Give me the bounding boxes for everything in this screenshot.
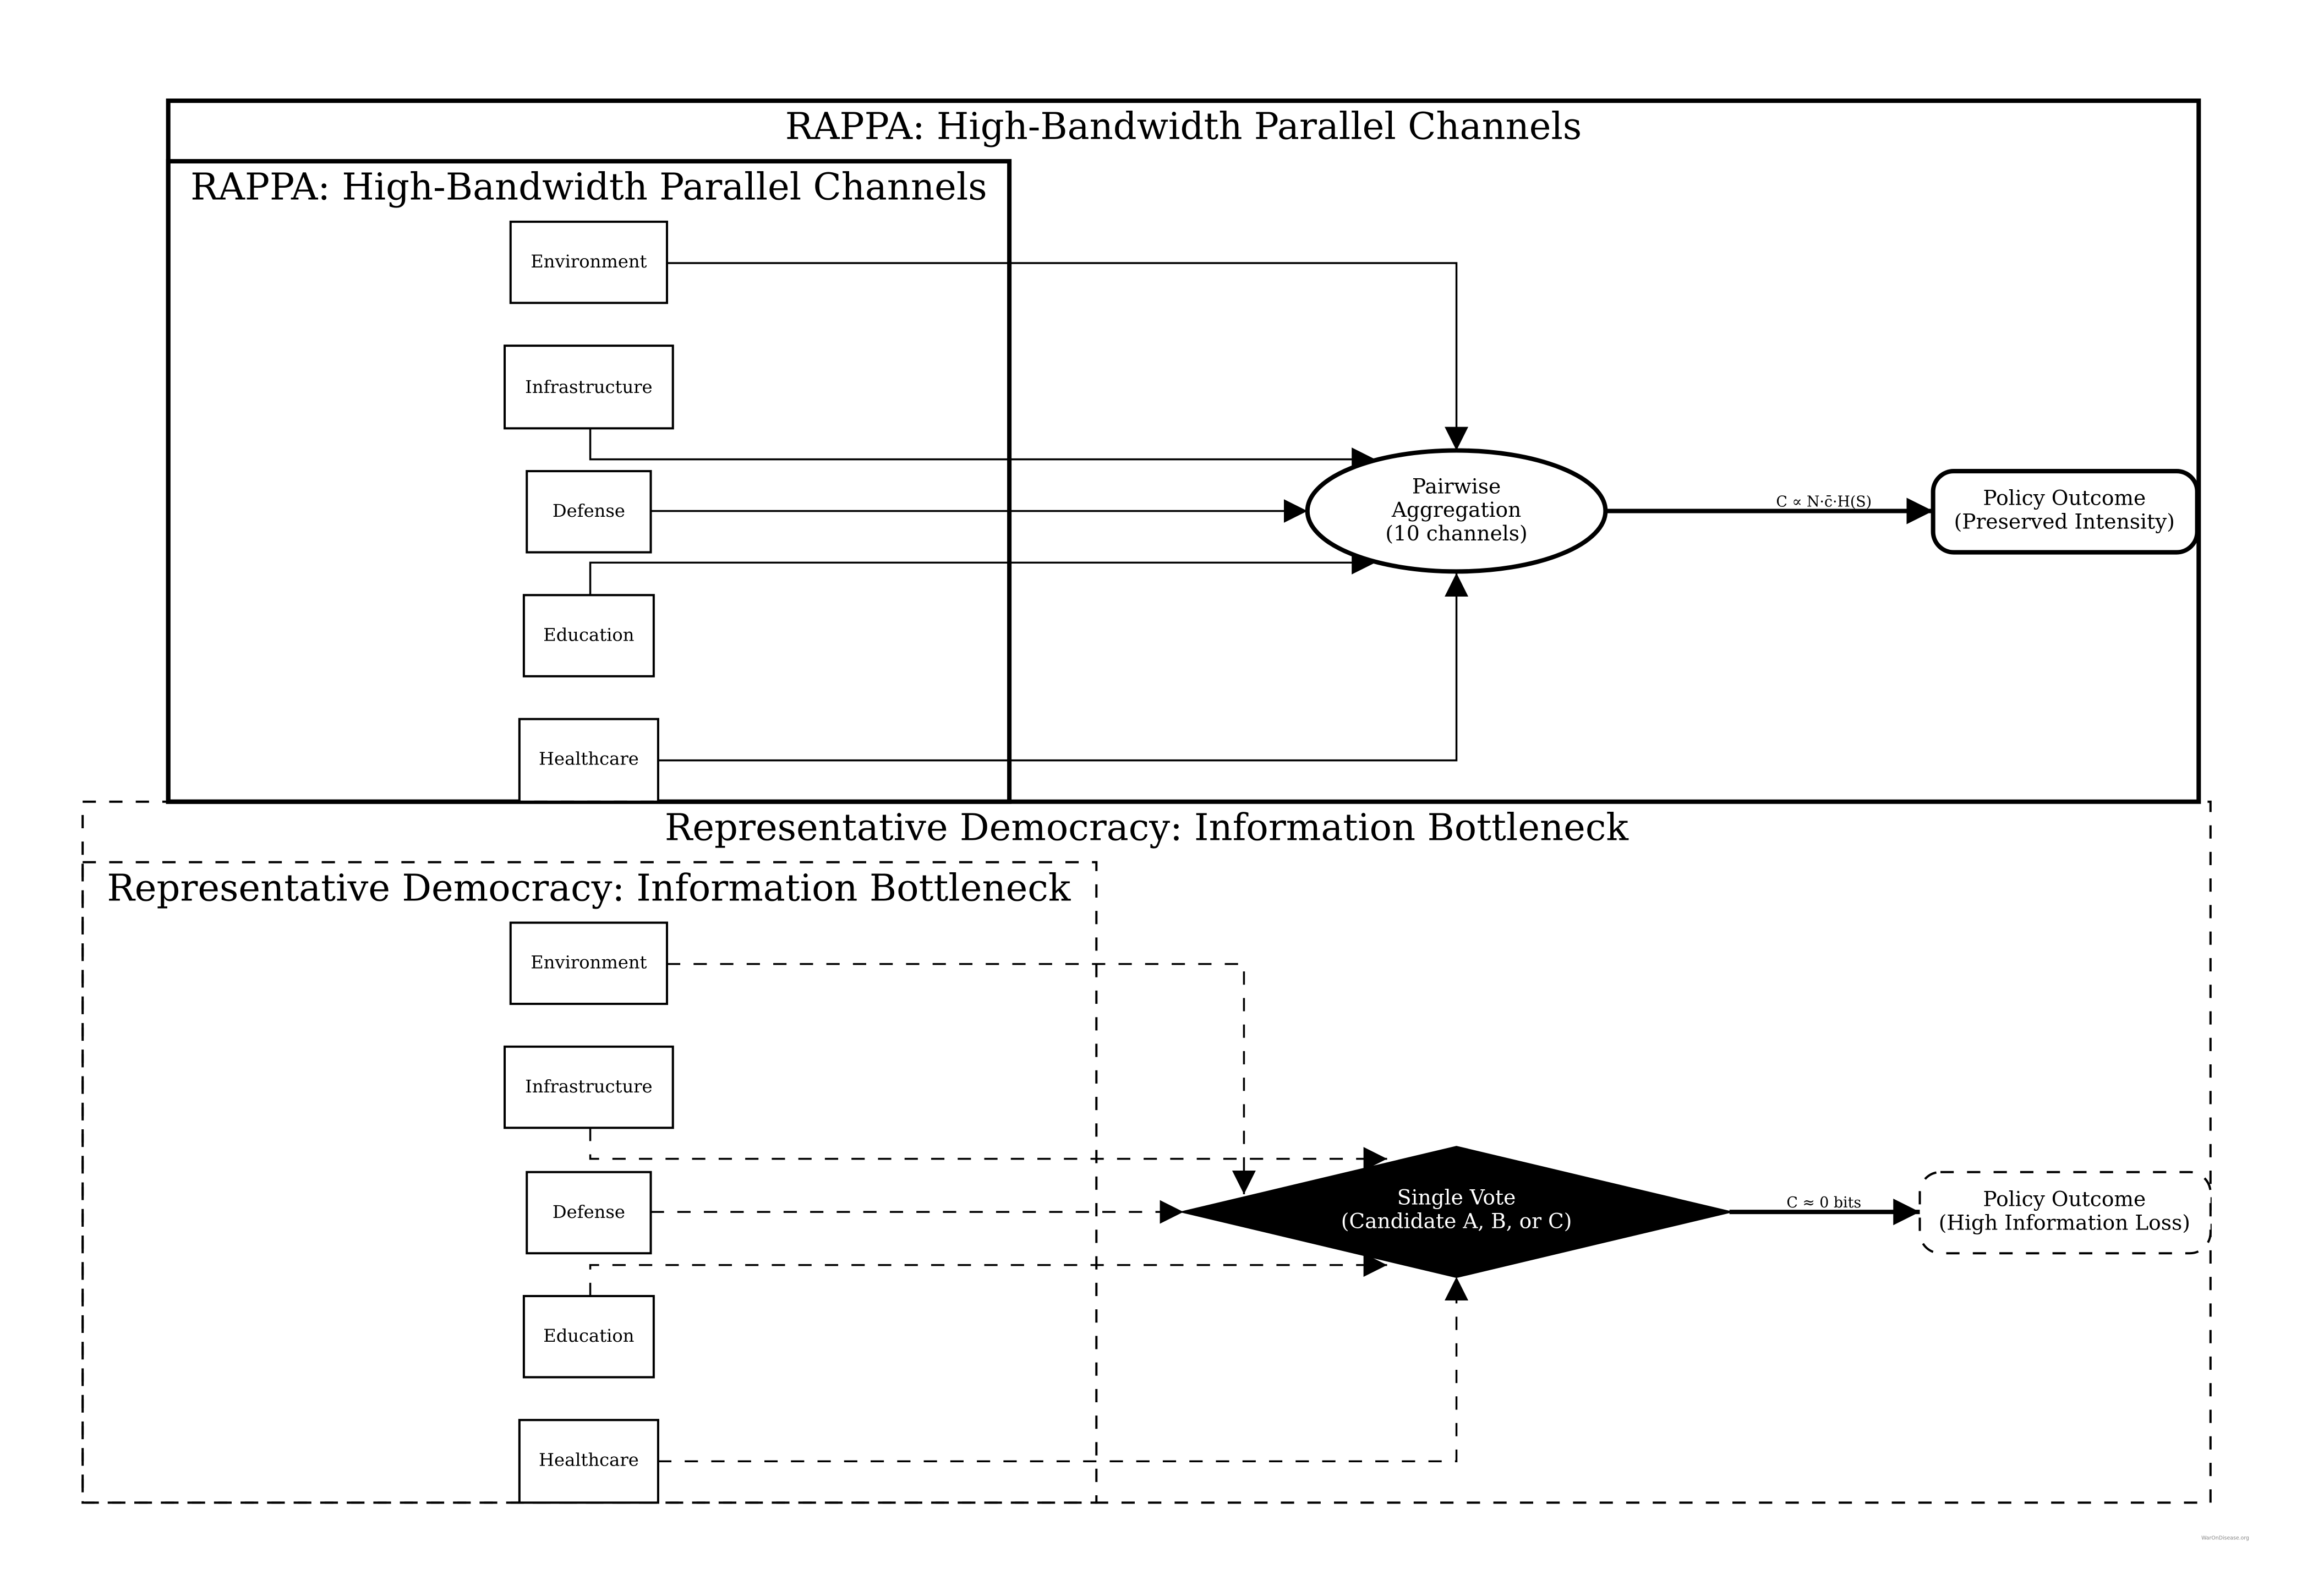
outcome-label-line2: (Preserved Intensity) <box>1954 510 2175 534</box>
edge-healthcare-to-aggregation <box>658 573 1469 762</box>
rappa-outer-title: RAPPA: High-Bandwidth Parallel Channels <box>785 105 1582 148</box>
rappa-policy-outcome-node: Policy Outcome (Preserved Intensity) <box>1931 469 2200 555</box>
rep-node-environment: Environment <box>509 921 669 1005</box>
rappa-node-defense: Defense <box>526 470 652 554</box>
edge-infrastructure-to-vote <box>589 1128 1387 1171</box>
rappa-edge-label: C ∝ N·c̄·H(S) <box>1776 493 1872 510</box>
watermark: WarOnDisease.org <box>2201 1535 2249 1541</box>
rappa-node-education: Education <box>522 594 655 677</box>
edge-healthcare-to-vote <box>658 1277 1469 1463</box>
aggregation-label-line1: Pairwise <box>1412 474 1501 498</box>
node-label: Environment <box>531 251 647 272</box>
rappa-inner-title: RAPPA: High-Bandwidth Parallel Channels <box>190 166 987 209</box>
edge-environment-to-aggregation <box>666 262 1469 451</box>
rep-node-defense: Defense <box>526 1171 652 1255</box>
rep-outer-title: Representative Democracy: Information Bo… <box>665 806 1629 849</box>
node-label: Defense <box>553 1201 625 1222</box>
aggregation-label-line2: Aggregation <box>1391 498 1521 522</box>
pairwise-aggregation-node: Pairwise Aggregation (10 channels) <box>1305 448 1608 574</box>
node-label: Infrastructure <box>525 1076 652 1097</box>
vote-label-line2: (Candidate A, B, or C) <box>1341 1209 1572 1233</box>
rep-edge-label: C ≈ 0 bits <box>1786 1194 1861 1211</box>
rep-inner-title: Representative Democracy: Information Bo… <box>107 866 1071 909</box>
edge-education-to-aggregation <box>589 550 1376 595</box>
rep-policy-outcome-node: Policy Outcome (High Information Loss) <box>1918 1171 2212 1255</box>
node-label: Defense <box>553 500 625 521</box>
node-label: Environment <box>531 952 647 973</box>
rappa-node-environment: Environment <box>509 220 669 304</box>
vote-label-line1: Single Vote <box>1397 1185 1516 1210</box>
node-label: Education <box>543 1325 634 1346</box>
edge-infrastructure-to-aggregation <box>589 428 1376 472</box>
rep-node-healthcare: Healthcare <box>518 1419 659 1504</box>
aggregation-label-line3: (10 channels) <box>1385 521 1527 545</box>
outcome-label-line2: (High Information Loss) <box>1939 1210 2190 1234</box>
node-label: Healthcare <box>539 1449 639 1470</box>
rep-outer-box <box>81 800 2212 1504</box>
representative-democracy-cluster: Representative Democracy: Information Bo… <box>81 800 2212 1504</box>
node-label: Healthcare <box>539 748 639 769</box>
rappa-cluster: RAPPA: High-Bandwidth Parallel Channels … <box>166 99 2201 804</box>
rep-node-infrastructure: Infrastructure <box>504 1045 674 1129</box>
node-label: Education <box>543 624 634 645</box>
outcome-label-line1: Policy Outcome <box>1983 486 2146 510</box>
edge-education-to-vote <box>589 1253 1387 1296</box>
single-vote-node: Single Vote (Candidate A, B, or C) <box>1183 1146 1730 1278</box>
outcome-label-line1: Policy Outcome <box>1983 1187 2146 1211</box>
rappa-node-infrastructure: Infrastructure <box>504 345 674 430</box>
rappa-node-healthcare: Healthcare <box>518 718 659 803</box>
node-label: Infrastructure <box>525 376 652 397</box>
rep-node-education: Education <box>522 1294 655 1379</box>
edge-environment-to-vote <box>666 963 1256 1194</box>
